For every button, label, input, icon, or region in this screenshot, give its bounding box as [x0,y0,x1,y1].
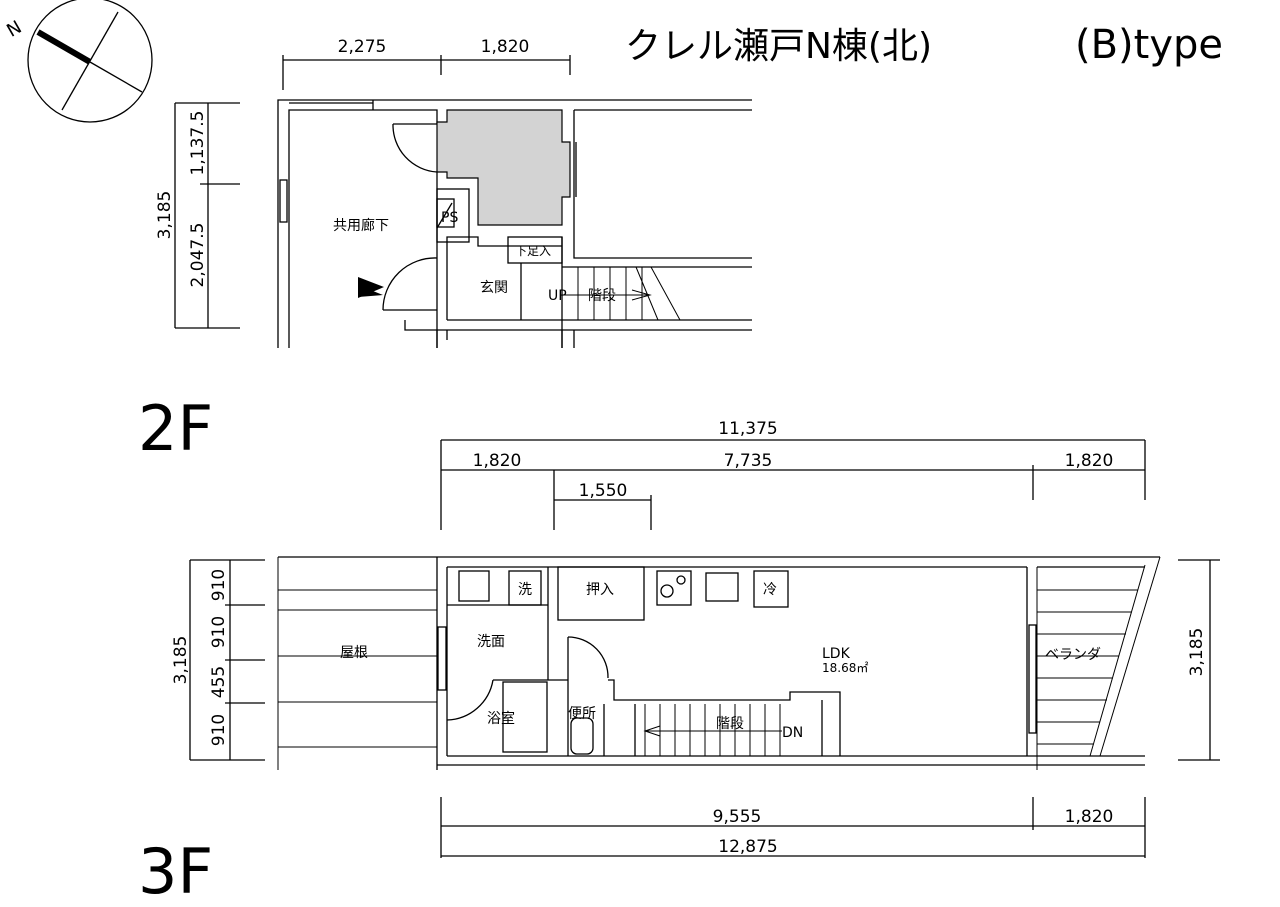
dim-label: 1,820 [1065,451,1114,471]
floor-label-2f: 2F [138,392,213,465]
room-label-bath: 浴室 [487,710,515,727]
room-area-ldk: 18.68㎡ [822,661,868,675]
stairs-up-label: UP [548,288,567,304]
dim-label: 3,185 [1187,628,1207,677]
dim-label: 3,185 [155,191,175,240]
room-label-roof: 屋根 [340,645,368,661]
dim-label: 910 [209,569,229,601]
room-label-closet: 押入 [586,582,614,598]
type-label: (B)type [1075,22,1223,68]
dim-label: 455 [209,666,229,698]
dim-label: 1,820 [1065,807,1114,827]
room-label-washer: 洗 [518,582,532,598]
room-label-shoe-cabinet: 下足入 [515,244,551,258]
room-label-washroom: 洗面 [477,634,505,650]
floor-label-3f: 3F [138,835,213,907]
dimensions-2f: 2,275 1,820 1,137.5 2,047.5 3,185 [155,37,571,329]
dim-label: 910 [209,616,229,648]
dim-label: 11,375 [718,419,777,439]
stairs-down-label: DN [782,725,803,741]
dim-label: 1,550 [579,481,628,501]
dim-label: 3,185 [171,636,191,685]
dim-label: 1,137.5 [188,111,208,176]
room-label-stairs: 階段 [588,288,616,304]
dim-label: 12,875 [718,837,777,857]
dim-label: 7,735 [724,451,773,471]
dim-label: 1,820 [473,451,522,471]
dim-label: 1,820 [481,37,530,57]
building-title: クレル瀬戸N棟(北) [625,26,932,67]
room-label-fridge: 冷 [763,582,777,598]
room-label-ps: PS [441,210,458,226]
room-label-corridor: 共用廊下 [333,217,389,234]
dim-label: 2,047.5 [188,223,208,288]
plan-3f: 屋根 洗 押入 冷 洗面 LDK 18.68㎡ 浴室 便所 階段 DN ベランダ [277,556,1161,770]
room-label-ldk: LDK [822,646,851,662]
dimensions-3f: 11,375 1,820 7,735 1,820 1,550 9,555 1,8… [171,419,1220,858]
dim-label: 910 [209,714,229,746]
plan-2f: 共用廊下 PS 下足入 玄関 UP 階段 [277,99,752,348]
room-label-entrance: 玄関 [480,279,508,296]
dim-label: 9,555 [713,807,762,827]
room-label-toilet: 便所 [568,706,596,722]
compass-icon: N [3,0,153,123]
north-label: N [3,17,25,42]
room-label-veranda: ベランダ [1045,647,1101,663]
dim-label: 2,275 [338,37,387,57]
room-label-stairs-3f: 階段 [716,716,744,732]
